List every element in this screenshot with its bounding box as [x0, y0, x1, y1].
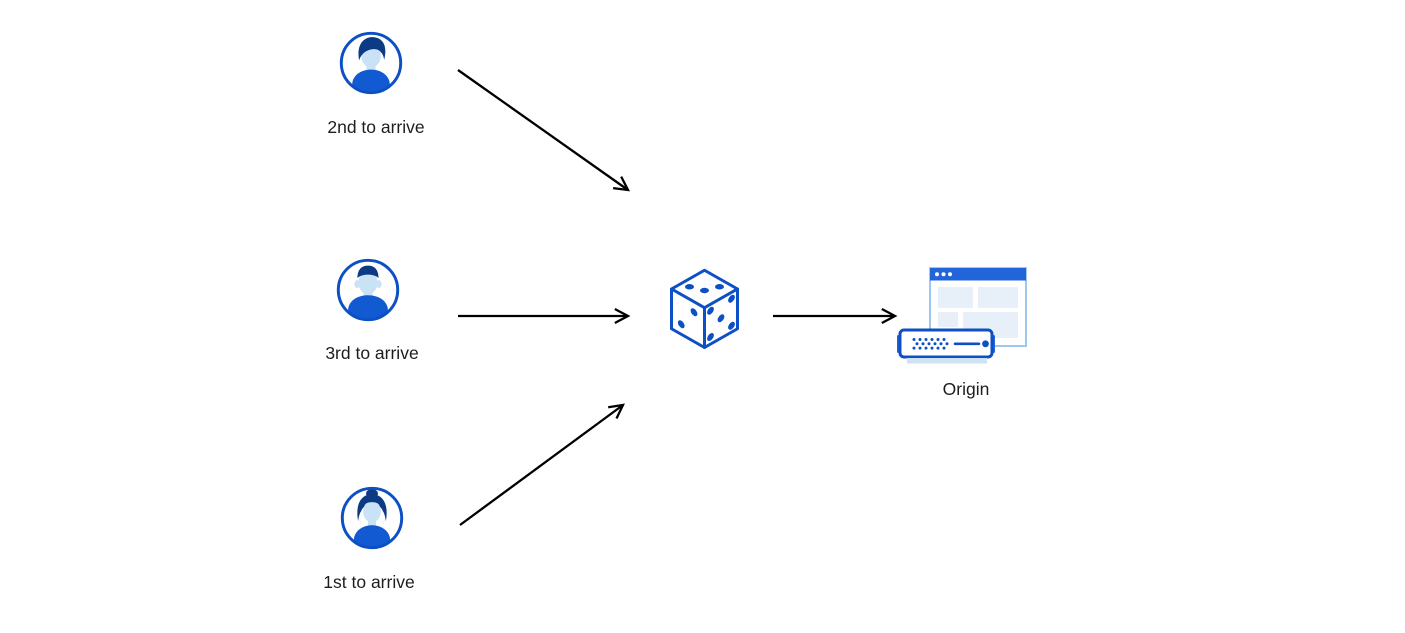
origin-node	[897, 262, 1027, 366]
client-label: 3rd to arrive	[325, 343, 419, 363]
woman-avatar-icon	[340, 486, 404, 550]
client-label: 1st to arrive	[323, 572, 415, 592]
arrow-client1-to-dice	[459, 403, 625, 526]
arrow-dice-to-origin	[773, 307, 898, 325]
arrow-client2-to-dice	[457, 69, 631, 192]
origin-server-browser-icon	[897, 267, 1027, 364]
arrow-client3-to-dice	[458, 307, 631, 325]
origin-label: Origin	[942, 379, 990, 399]
client-3rd-to-arrive	[335, 257, 401, 323]
dice-node	[667, 267, 742, 350]
client-2nd-to-arrive	[338, 30, 404, 96]
client-label: 2nd to arrive	[327, 117, 425, 137]
client-1st-to-arrive	[339, 485, 405, 551]
dice-icon	[670, 268, 739, 349]
man-avatar-icon	[339, 31, 403, 95]
man-avatar-icon	[336, 258, 400, 322]
